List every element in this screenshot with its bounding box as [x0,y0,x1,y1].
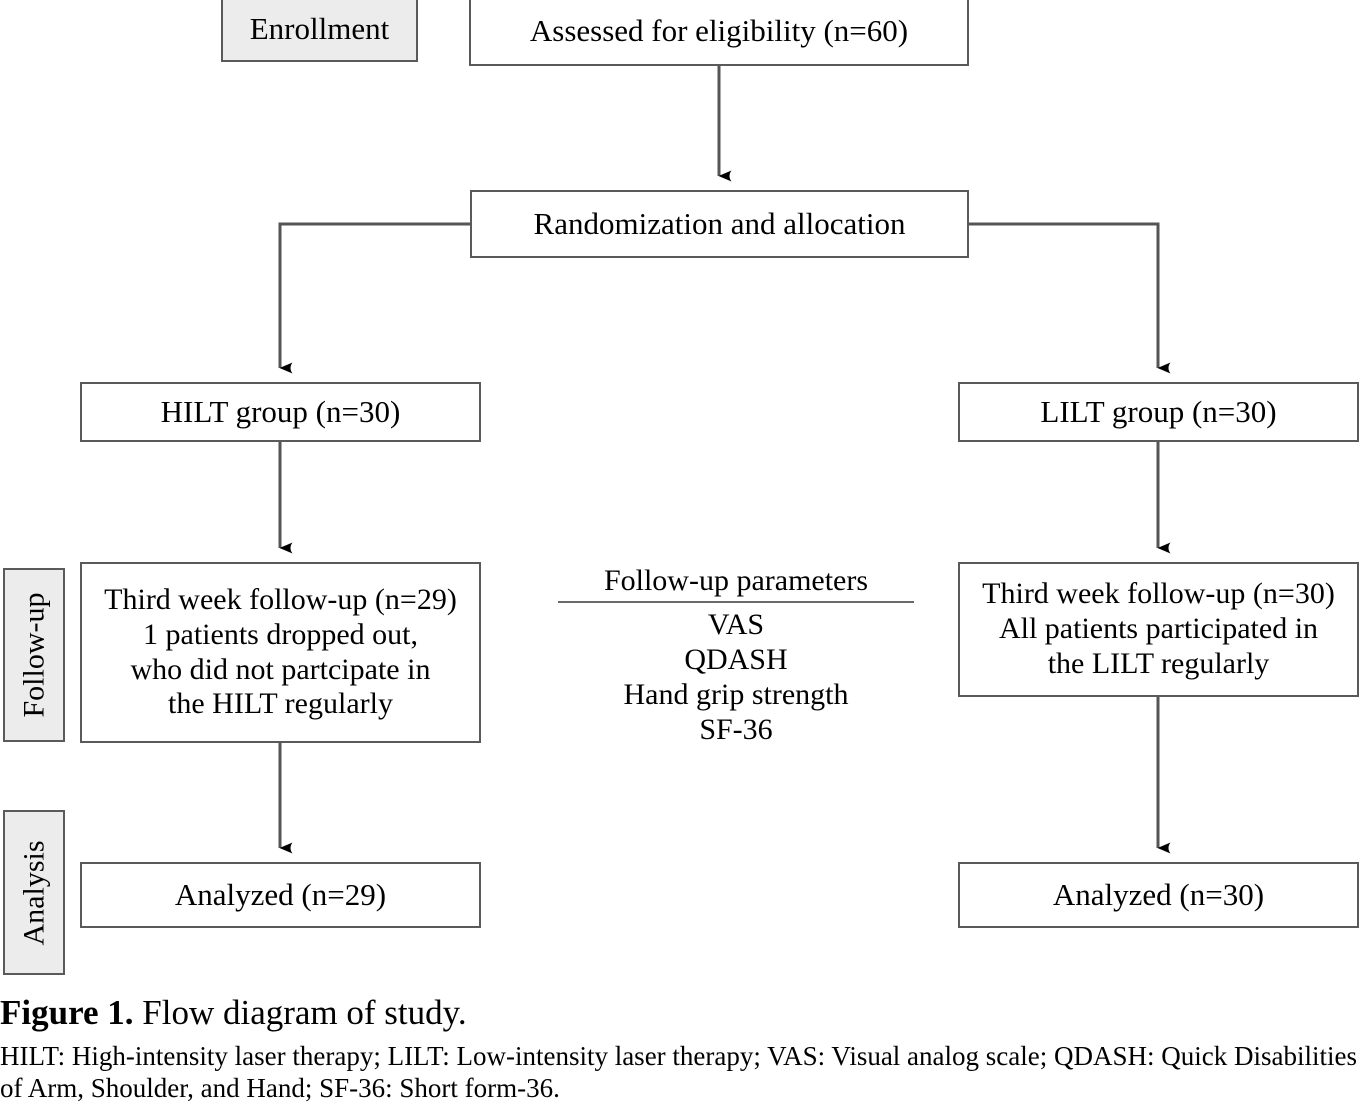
caption-area: Figure 1. Flow diagram of study. HILT: H… [0,993,1361,1105]
followup-parameter-hand-grip-strength: Hand grip strength [623,678,849,712]
followup-parameter-qdash: QDASH [684,643,788,677]
stage-label-followup: Follow-up [3,568,65,742]
followup-parameters-title: Follow-up parameters [558,563,914,604]
node-lilt-third-week-followup: Third week follow-up (n=30) All patients… [958,562,1359,697]
edge-randomization-to-lilt [969,222,1171,374]
node-hilt-analyzed-text: Analyzed (n=29) [174,877,387,913]
node-hilt-third-week-followup: Third week follow-up (n=29) 1 patients d… [80,562,481,743]
node-hilt-group-text: HILT group (n=30) [160,394,401,430]
stage-label-analysis: Analysis [3,810,65,975]
node-hilt-analyzed: Analyzed (n=29) [80,862,481,928]
node-lilt-analyzed: Analyzed (n=30) [958,862,1359,928]
figure-abbreviation-note: HILT: High-intensity laser therapy; LILT… [0,1041,1357,1104]
figure-caption: Figure 1. Flow diagram of study. [0,993,1361,1032]
stage-label-enrollment: Enrollment [221,0,418,62]
node-assessed-for-eligibility: Assessed for eligibility (n=60) [469,0,969,66]
node-randomization-and-allocation: Randomization and allocation [470,190,969,258]
node-lilt-group-text: LILT group (n=30) [1040,394,1277,430]
stage-label-analysis-text: Analysis [17,840,50,945]
node-hilt-third-week-followup-text: Third week follow-up (n=29) 1 patients d… [104,582,457,721]
node-lilt-analyzed-text: Analyzed (n=30) [1052,877,1265,913]
followup-parameter-vas: VAS [707,608,765,642]
connector-lines [278,66,1171,854]
stage-label-enrollment-text: Enrollment [249,11,390,46]
node-lilt-group: LILT group (n=30) [958,382,1359,442]
node-hilt-group: HILT group (n=30) [80,382,481,442]
node-randomization-and-allocation-text: Randomization and allocation [533,206,906,242]
figure-number-label: Figure 1. [0,993,134,1032]
stage-label-followup-text: Follow-up [17,592,51,718]
node-lilt-third-week-followup-text: Third week follow-up (n=30) All patients… [982,577,1335,680]
node-assessed-for-eligibility-text: Assessed for eligibility (n=60) [529,13,909,49]
followup-parameter-sf36: SF-36 [699,713,773,747]
edge-randomization-to-hilt [278,222,470,374]
followup-parameters-block: Follow-up parameters VAS QDASH Hand grip… [541,563,931,747]
figure-caption-text: Flow diagram of study. [133,993,467,1032]
